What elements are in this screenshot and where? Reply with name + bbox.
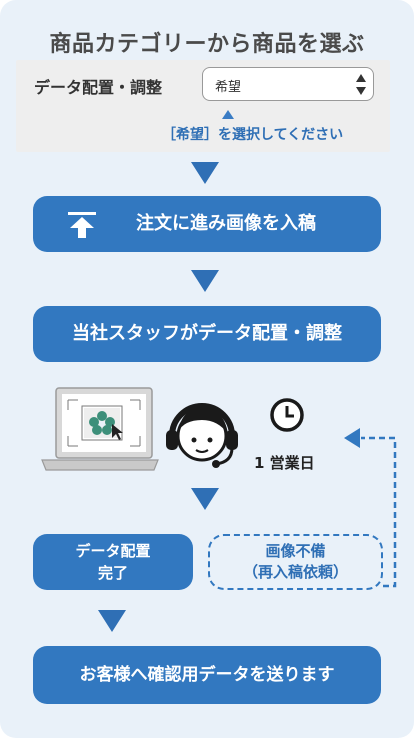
operator-headset-icon xyxy=(166,403,238,468)
step-send-proof: お客様へ確認用データを送ります xyxy=(33,646,381,704)
hint-caret-icon xyxy=(222,110,234,119)
select-value: 希望 xyxy=(215,80,242,95)
turnaround-time: 1 営業日 xyxy=(254,454,315,472)
flow-arrow-down-icon xyxy=(191,488,219,510)
upload-icon xyxy=(68,212,96,238)
step-upload: 注文に進み画像を入稿 xyxy=(33,196,381,252)
step-upload-label: 注文に進み画像を入稿 xyxy=(136,213,316,234)
reupload-loop-arrow xyxy=(344,428,397,588)
clock-icon xyxy=(270,398,304,432)
flow-arrow-down-icon xyxy=(98,610,126,632)
flow-arrow-down-icon xyxy=(191,270,219,292)
laptop-icon xyxy=(41,387,159,471)
page-title: 商品カテゴリーから商品を選ぶ xyxy=(49,32,365,57)
step-staff-adjust: 当社スタッフがデータ配置・調整 xyxy=(33,306,381,362)
step-complete-line1: データ配置 xyxy=(75,542,151,560)
reupload-note: 画像不備 （再入稿依頼） xyxy=(208,534,383,590)
select-hint: ［希望］を選択してください xyxy=(162,127,344,143)
data-placement-selector: データ配置・調整 希望 ［希望］を選択してください xyxy=(16,60,390,152)
flow-arrow-down-icon xyxy=(191,162,219,184)
reupload-line2: （再入稿依頼） xyxy=(242,563,348,581)
select-arrows-icon xyxy=(356,74,366,95)
step-complete: データ配置 完了 xyxy=(33,534,193,590)
step-complete-line2: 完了 xyxy=(97,564,128,582)
reupload-line1: 画像不備 xyxy=(265,542,326,560)
select-label: データ配置・調整 xyxy=(34,78,163,97)
data-placement-select[interactable]: 希望 xyxy=(202,67,374,101)
